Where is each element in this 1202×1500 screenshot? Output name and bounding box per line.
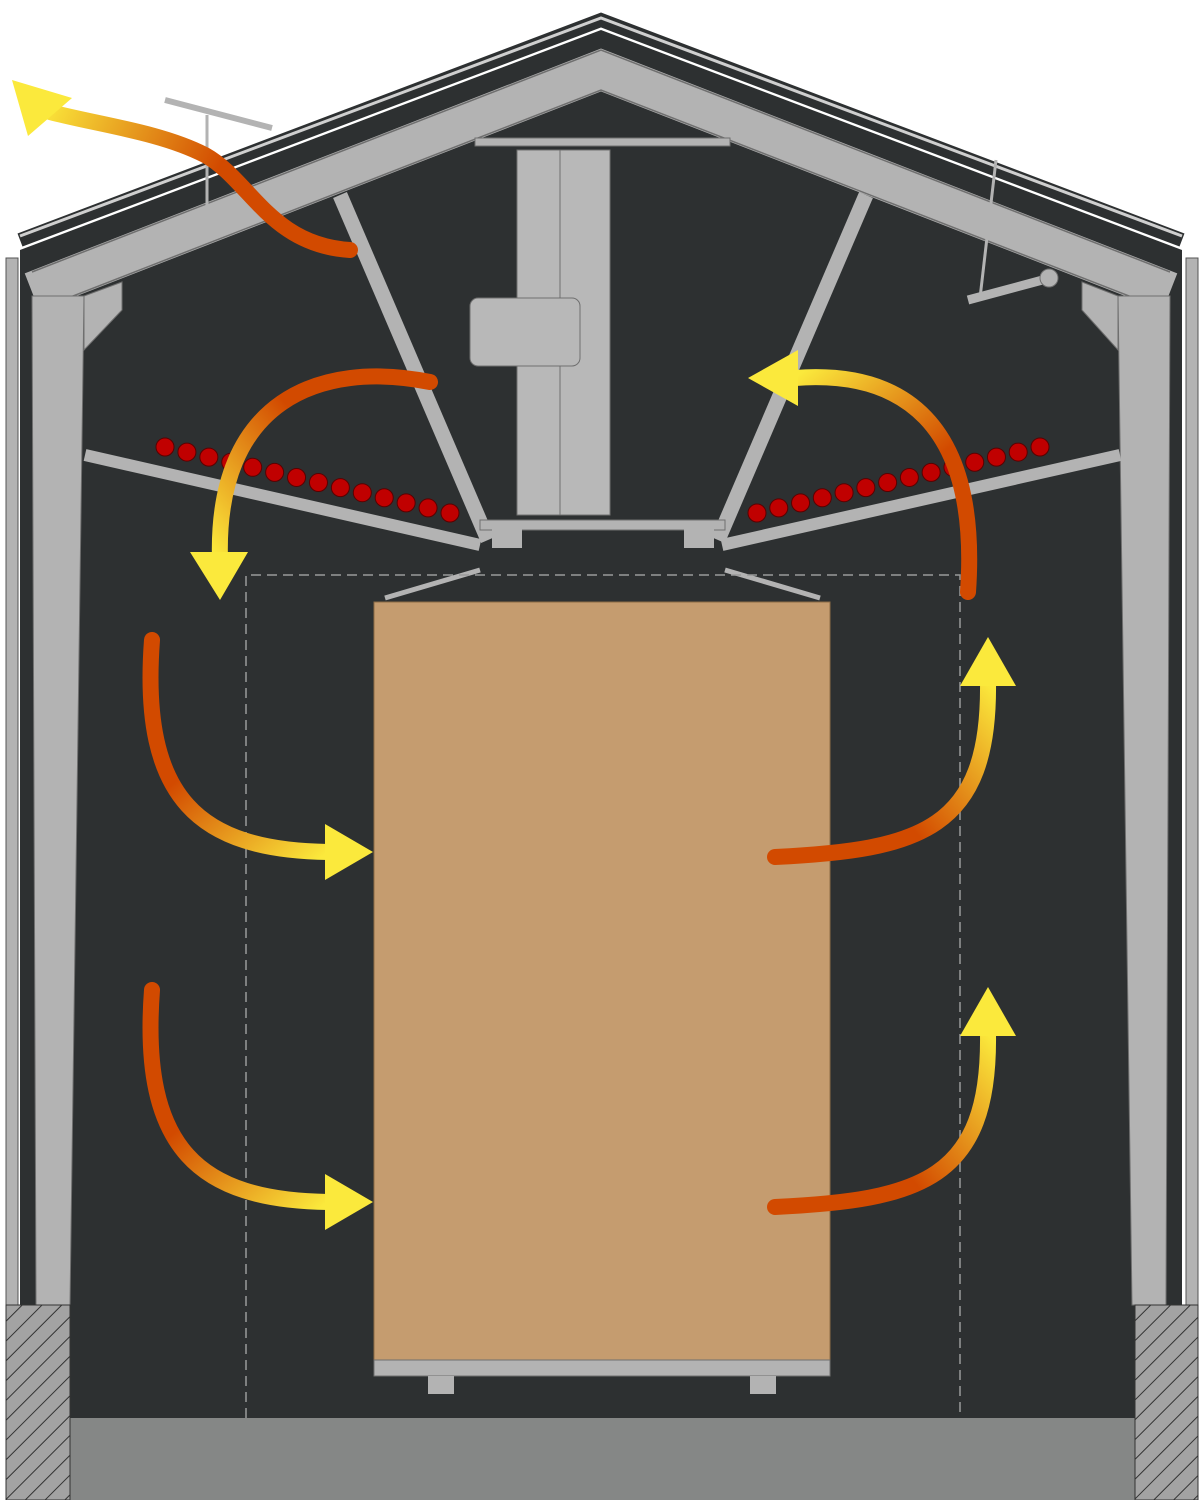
roof-beam-edge [31, 49, 1171, 273]
airflow-arrow [142, 632, 373, 880]
heater-pipes [155, 437, 1050, 523]
heater-pipe [986, 447, 1006, 467]
airflow-arrow-head [325, 1174, 373, 1230]
airflow-arrow-shaft [142, 632, 336, 860]
right-vent-rod [978, 159, 998, 299]
stack-support [428, 1376, 454, 1394]
heater-pipe [834, 483, 854, 503]
airflow-arrow-shaft [787, 369, 978, 600]
heater-pipe [396, 493, 416, 513]
airflow-arrow-head [12, 80, 72, 136]
airflow-arrows [12, 80, 1016, 1230]
heater-pipe [921, 462, 941, 482]
airflow-arrow-head [960, 987, 1016, 1036]
right-knee-brace [1081, 281, 1119, 352]
airflow-boundary [245, 574, 961, 1418]
airflow-arrow-shaft [767, 674, 997, 865]
heater-pipe [352, 483, 372, 503]
left-vent-damper [164, 97, 273, 131]
airflow-arrow-shaft [142, 982, 336, 1210]
heater-pipe [856, 478, 876, 498]
airflow-arrow-head [190, 552, 248, 600]
left-heater-rail [83, 449, 482, 551]
right-foundation [1134, 1304, 1199, 1500]
right-heater-rail [720, 449, 1122, 551]
heater-pipe [1008, 442, 1028, 462]
fan-rail [474, 137, 731, 147]
airflow-arrow-shaft [42, 104, 358, 258]
baffle-bracket [684, 528, 714, 548]
heater-pipe [965, 452, 985, 472]
heater-pipe [199, 447, 219, 467]
baffle-bracket [492, 528, 522, 548]
heater-pipe [878, 473, 898, 493]
left-strut [333, 192, 495, 543]
floor [70, 1418, 1135, 1500]
right-vent-damper [966, 273, 1052, 305]
airflow-arrow-shaft [211, 368, 438, 568]
motor [469, 297, 581, 367]
roof-beam-edge [31, 89, 1171, 313]
heater-pipe [418, 498, 438, 518]
airflow-arrow-head [325, 824, 373, 880]
left-wall [5, 257, 19, 1309]
heater-pipe [330, 478, 350, 498]
stack-base-rail [373, 1359, 831, 1377]
heater-pipe [243, 457, 263, 477]
airflow-arrow-head [960, 637, 1016, 686]
airflow-arrow [142, 982, 373, 1230]
heater-pipe [791, 493, 811, 513]
airflow-arrow [767, 637, 1016, 865]
airflow-arrow [767, 987, 1016, 1215]
right-wall [1185, 257, 1199, 1309]
baffle [479, 519, 726, 531]
heater-pipe [812, 488, 832, 508]
airflow-arrow-head [748, 350, 798, 406]
heater-pipe [265, 462, 285, 482]
heater-pipe [155, 437, 175, 457]
heater-pipe [1030, 437, 1050, 457]
heater-pipe [899, 467, 919, 487]
vent-pivot [1039, 268, 1059, 288]
heater-pipe [769, 498, 789, 518]
airflow-arrow-shaft [767, 1026, 997, 1215]
airflow-arrow [748, 350, 978, 600]
heater-pipe [440, 503, 460, 523]
heater-pipe [747, 503, 767, 523]
airflow-arrow [190, 368, 438, 600]
heater-pipe [287, 467, 307, 487]
lumber-stack [373, 601, 831, 1361]
airflow-arrow [12, 80, 358, 258]
left-foundation [5, 1304, 71, 1500]
heater-pipe [177, 442, 197, 462]
left-knee-brace [83, 281, 123, 352]
heater-pipe [374, 488, 394, 508]
heater-pipe [308, 473, 328, 493]
stack-support [750, 1376, 776, 1394]
roof-beam [24, 48, 1178, 311]
